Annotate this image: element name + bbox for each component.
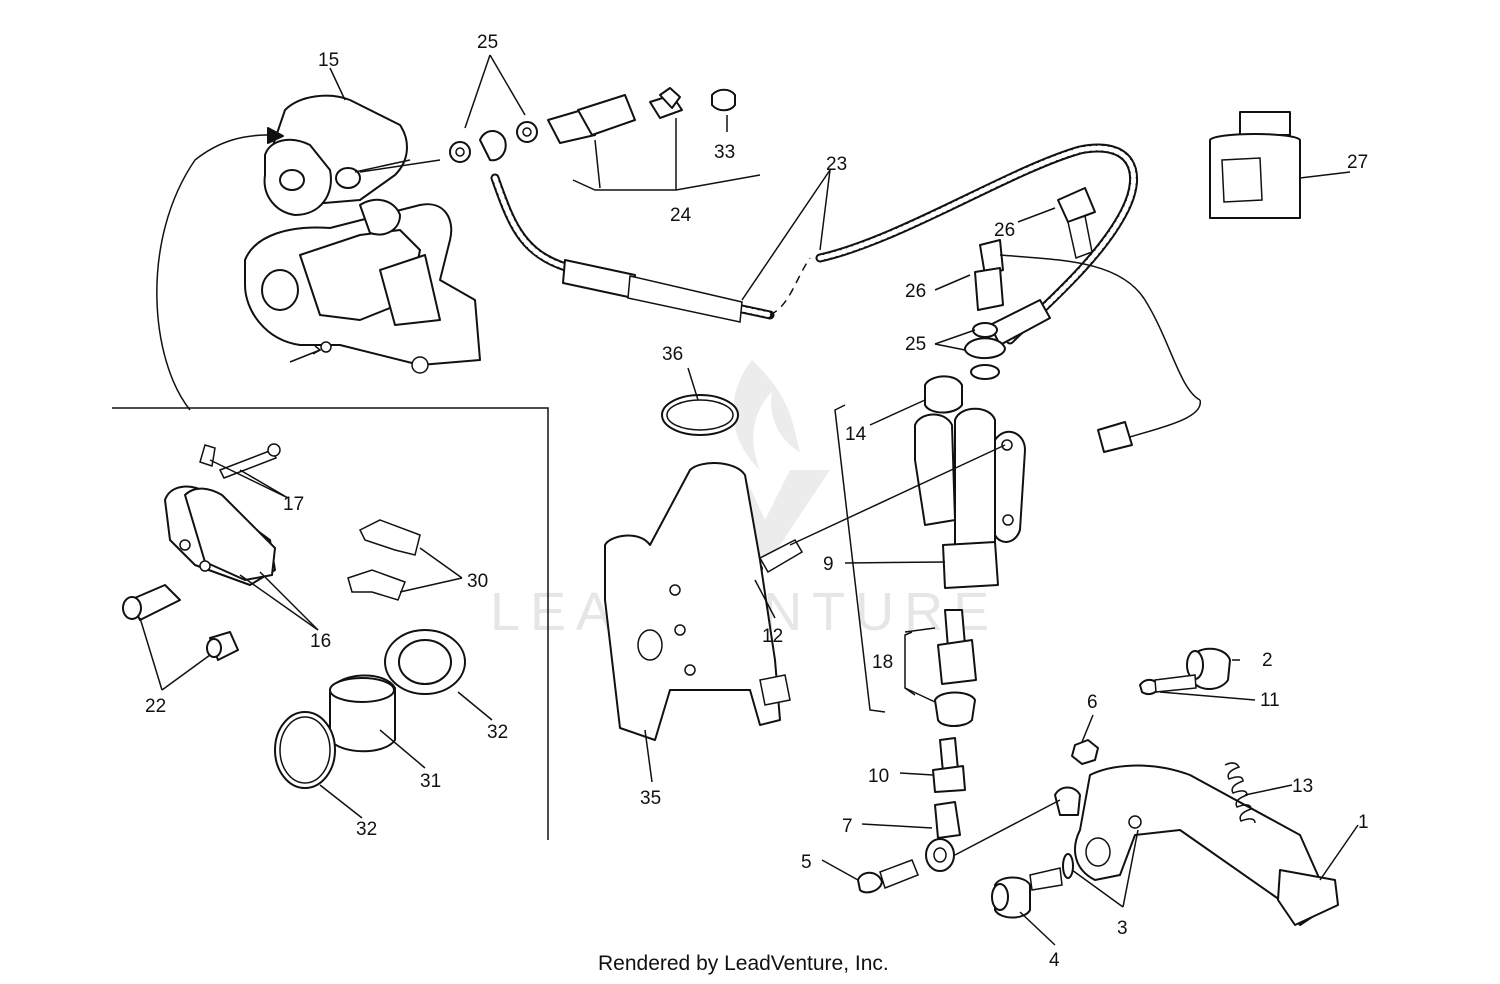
callout-5: 5 (801, 852, 812, 873)
assembly-arrow-head (267, 127, 284, 144)
callout-26-lower: 26 (905, 281, 926, 302)
inset-box-frame (112, 407, 549, 840)
callout-2: 2 (1262, 650, 1273, 671)
mounting-bolts (737, 444, 1006, 894)
hose-clamp (661, 394, 739, 436)
brake-fluid-bottle (1209, 111, 1301, 219)
credit-text: Rendered by LeadVenture, Inc. (598, 952, 889, 975)
nut (1071, 739, 1099, 765)
callout-15: 15 (318, 50, 339, 71)
callout-32-seal: 32 (487, 722, 508, 743)
master-cylinder (914, 375, 1026, 589)
callout-1: 1 (1358, 812, 1369, 833)
callout-17: 17 (283, 494, 304, 515)
callout-25-top: 25 (477, 32, 498, 53)
callout-6: 6 (1087, 692, 1098, 713)
top-banjo-fittings (449, 87, 736, 163)
brake-hose (490, 143, 1138, 346)
callout-3: 3 (1117, 918, 1128, 939)
callout-24: 24 (670, 205, 692, 226)
leader-lines (139, 54, 1359, 946)
brake-caliper-assembly (244, 94, 481, 374)
clevis-parts (925, 737, 966, 872)
pushrod-parts (934, 609, 977, 727)
pad-clips (347, 519, 421, 601)
heel-guard (604, 462, 791, 741)
callout-16: 16 (310, 631, 331, 652)
banjo-bolt-upper (1057, 187, 1096, 260)
callout-32-oring: 32 (356, 819, 377, 840)
master-cylinder-washers (964, 322, 1006, 380)
callout-35: 35 (640, 788, 661, 809)
callout-33: 33 (714, 142, 735, 163)
return-spring (1224, 762, 1256, 824)
callout-27: 27 (1347, 152, 1368, 173)
brake-light-switch (974, 239, 1201, 453)
callout-labels: 15 25 33 24 23 27 26 26 25 36 14 9 12 18… (145, 32, 1369, 971)
callout-12: 12 (762, 626, 783, 647)
callout-7: 7 (842, 816, 853, 837)
callout-9: 9 (823, 554, 834, 575)
callout-30: 30 (467, 571, 488, 592)
assembly-arrow (156, 134, 269, 411)
callout-18: 18 (872, 652, 893, 673)
pedal-stop (1139, 647, 1231, 695)
watermark-flame-logo (733, 360, 800, 470)
callout-14: 14 (845, 424, 867, 445)
callout-4: 4 (1049, 950, 1060, 971)
piston-and-seals (274, 629, 466, 789)
callout-10: 10 (868, 766, 889, 787)
callout-31: 31 (420, 771, 441, 792)
slide-pins (122, 584, 239, 661)
callout-26-upper: 26 (994, 220, 1015, 241)
callout-11: 11 (1260, 690, 1280, 711)
callout-13: 13 (1292, 776, 1313, 797)
callout-36: 36 (662, 344, 683, 365)
callout-22: 22 (145, 696, 166, 717)
callout-23: 23 (826, 154, 847, 175)
pivot-bolt-and-washers (991, 853, 1074, 919)
brake-pedal (954, 764, 1339, 926)
brake-pads (164, 485, 276, 586)
callout-25-lower: 25 (905, 334, 926, 355)
